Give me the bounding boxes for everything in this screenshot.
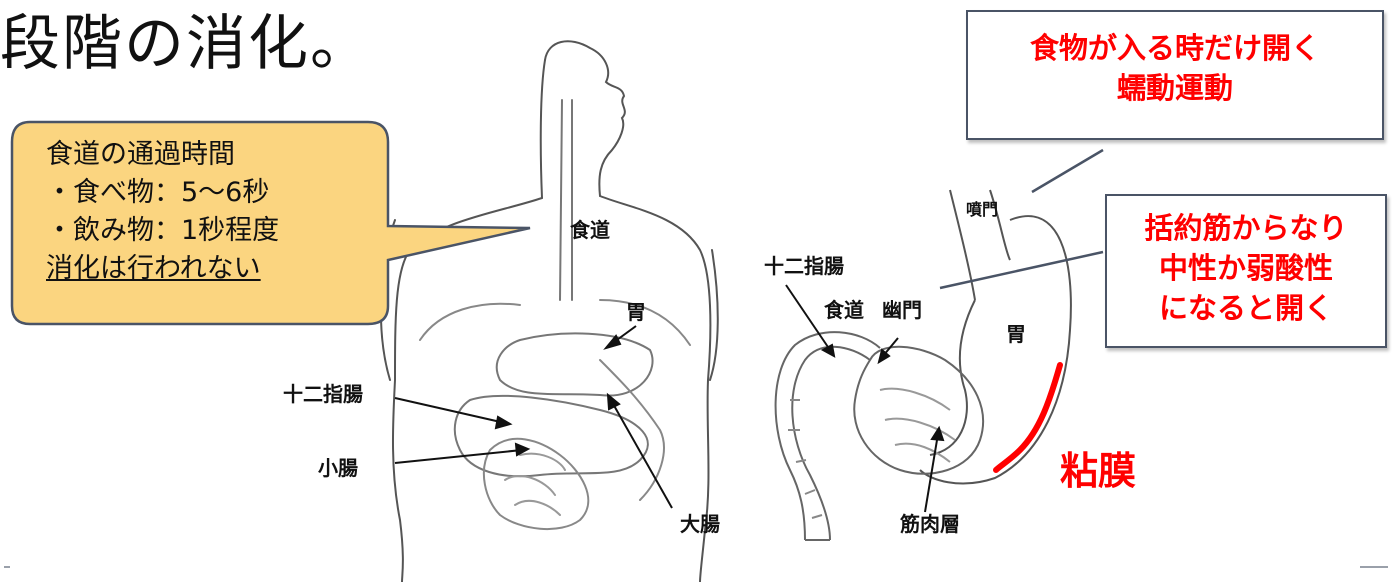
- label-muscle-layer: 筋肉層: [900, 508, 960, 537]
- label-small-intestine: 小腸: [318, 452, 358, 481]
- label-duodenum: 十二指腸: [283, 378, 363, 407]
- cardia-note-line: 蠕動運動: [968, 68, 1382, 108]
- cardia-note-line: 食物が入る時だけ開く: [968, 28, 1382, 68]
- esophagus-note-underlined: 消化は行われない: [46, 250, 279, 288]
- pylorus-note-line: になると開く: [1107, 288, 1385, 328]
- slide-edge-mark-right: [1360, 566, 1388, 568]
- label-esophagus: 食道: [570, 214, 610, 243]
- slide-edge-mark-left: [4, 566, 10, 568]
- pylorus-note-box: 括約筋からなり 中性か弱酸性 になると開く: [1105, 194, 1387, 348]
- esophagus-note-line: ・食べ物：5〜6秒: [46, 174, 279, 212]
- esophagus-note-line: 食道の通過時間: [46, 136, 279, 174]
- label-pylorus: 幽門: [882, 294, 922, 323]
- stomach-outline: [776, 190, 1071, 540]
- label-stomach-esophagus: 食道: [824, 294, 864, 323]
- pylorus-pointer-line: [940, 252, 1103, 288]
- cardia-note-box: 食物が入る時だけ開く 蠕動運動: [966, 10, 1384, 140]
- label-stomach-duodenum: 十二指腸: [764, 250, 844, 279]
- label-stomach-body: 胃: [1006, 318, 1026, 347]
- body-arrows: [395, 326, 672, 508]
- pylorus-note-line: 括約筋からなり: [1107, 208, 1385, 248]
- label-stomach: 胃: [626, 296, 646, 325]
- label-large-intestine: 大腸: [680, 508, 720, 537]
- esophagus-note: 食道の通過時間 ・食べ物：5〜6秒 ・飲み物：1秒程度 消化は行われない: [46, 136, 279, 288]
- esophagus-note-line: ・飲み物：1秒程度: [46, 212, 279, 250]
- label-cardia: 噴門: [966, 196, 998, 220]
- label-mucosa: 粘膜: [1060, 440, 1136, 495]
- pylorus-note-line: 中性か弱酸性: [1107, 248, 1385, 288]
- cardia-pointer-line: [1032, 150, 1103, 192]
